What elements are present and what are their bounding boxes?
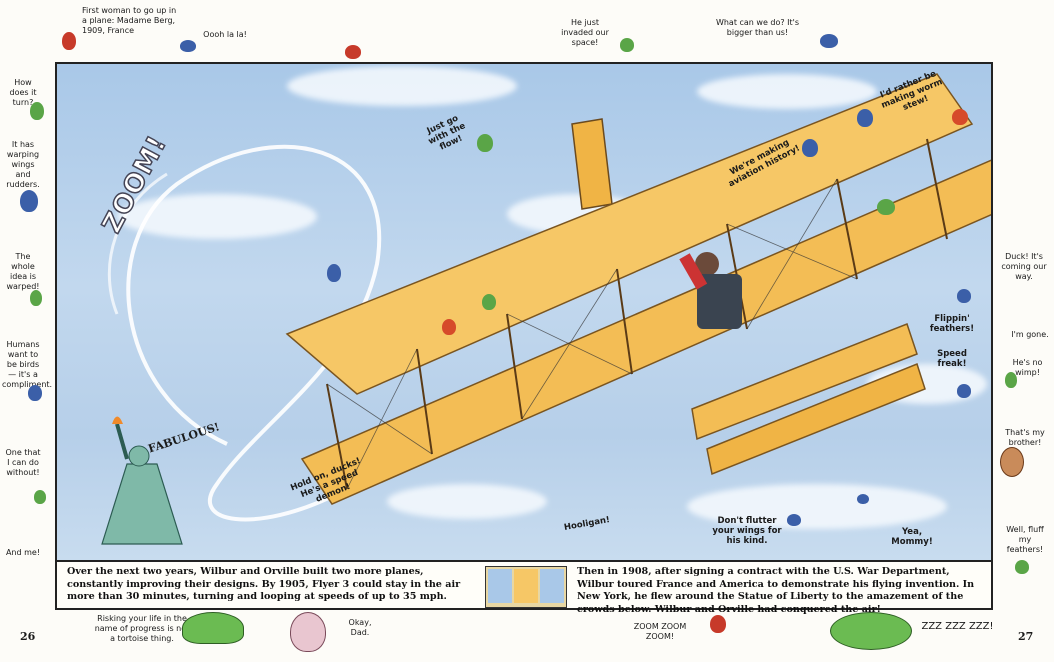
brother-face [1000, 447, 1024, 477]
note-speed-freak: Speed freak! [937, 349, 967, 369]
right-note-1: Duck! It's coming our way. [1001, 252, 1047, 281]
caption-left: Over the next two years, Wilbur and Orvi… [67, 566, 461, 602]
left-note-6: And me! [5, 548, 41, 557]
note-invaded: He just invaded our space! [561, 18, 609, 47]
note-yea-mommy: Yea, Mommy! [891, 527, 933, 547]
left-note-1: How does it turn? [9, 78, 37, 107]
note-tortoise: Risking your life in the name of progres… [94, 614, 190, 643]
left-note-4: Humans want to be birds — it's a complim… [2, 340, 53, 389]
right-note-5: Well, fluff my feathers! [1006, 525, 1044, 554]
note-zoom-zoom: ZOOM ZOOM ZOOM! [633, 622, 687, 641]
left-note-5: One that I can do without! [5, 448, 41, 477]
note-oooh: Oooh la la! [203, 30, 247, 39]
right-note-4: That's my brother! [1005, 428, 1045, 447]
page-number-left: 26 [20, 630, 36, 643]
right-note-3: He's no wimp! [1012, 358, 1043, 377]
note-dont-flutter: Don't flutter your wings for his kind. [712, 516, 782, 546]
left-note-3: The whole idea is warped! [6, 252, 40, 291]
egg-illustration [290, 612, 326, 652]
left-note-2: It has warping wings and rudders. [6, 140, 40, 189]
sky-illustration: ZOOM! Just go with the flow! We're makin… [55, 62, 993, 562]
mini-illustration [485, 566, 567, 608]
caption-right: Then in 1908, after signing a contract w… [577, 566, 975, 615]
airplane-drawing [101, 73, 991, 545]
note-zzz: ZZZ ZZZ ZZZ! [921, 621, 994, 632]
sleeping-tortoise-illustration [830, 612, 912, 650]
tortoise-illustration [182, 612, 244, 644]
right-note-2: I'm gone. [1011, 330, 1049, 339]
note-flippin: Flippin' feathers! [929, 314, 975, 334]
page-number-right: 27 [1018, 630, 1034, 643]
note-okay-dad: Okay, Dad. [348, 618, 372, 637]
note-madame-berg: First woman to go up in a plane: Madame … [82, 6, 177, 35]
caption-bar: Over the next two years, Wilbur and Orvi… [55, 560, 993, 615]
note-what-can: What can we do? It's bigger than us! [715, 18, 800, 37]
